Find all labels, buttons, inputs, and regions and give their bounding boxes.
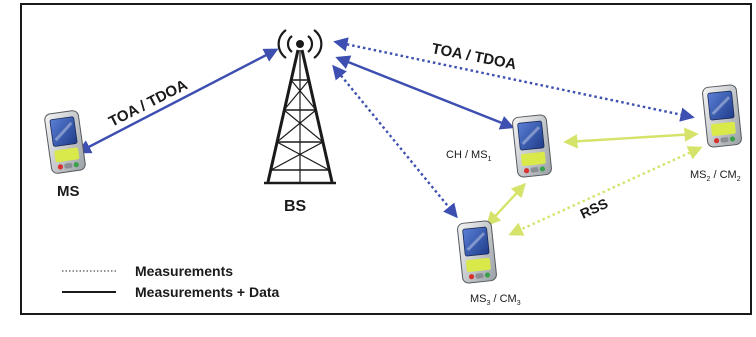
legend-measurements-data-label: Measurements + Data — [135, 284, 280, 300]
ms1-label: CH / MS1 — [446, 149, 492, 163]
cell-tower-icon — [264, 29, 336, 185]
link-bs-ms3-dotted — [332, 64, 458, 219]
ms2-label: MS2 / CM2 — [690, 169, 741, 183]
link-ms1-ms3-solid — [486, 182, 526, 227]
toa-tdoa-top-label: TOA / TDOA — [430, 40, 518, 73]
ms1-device-icon — [510, 112, 554, 180]
ms-device-icon — [42, 108, 88, 176]
ms3-device-icon — [455, 218, 499, 286]
link-ms2-ms3-dotted — [508, 146, 703, 236]
ms3-label: MS3 / CM3 — [470, 293, 521, 307]
ms-label: MS — [57, 183, 80, 200]
toa-tdoa-left-label: TOA / TDOA — [106, 76, 190, 130]
bs-label: BS — [284, 198, 307, 215]
rss-label: RSS — [578, 195, 611, 222]
legend: Measurements Measurements + Data — [62, 263, 280, 300]
legend-measurements-label: Measurements — [135, 263, 233, 279]
link-bs-ms2-dotted — [333, 37, 695, 122]
link-ms1-ms2-solid — [563, 127, 699, 149]
ms2-device-icon — [700, 82, 744, 150]
link-bs-ms1-solid — [335, 55, 515, 130]
link-ms-bs-solid — [76, 48, 279, 154]
